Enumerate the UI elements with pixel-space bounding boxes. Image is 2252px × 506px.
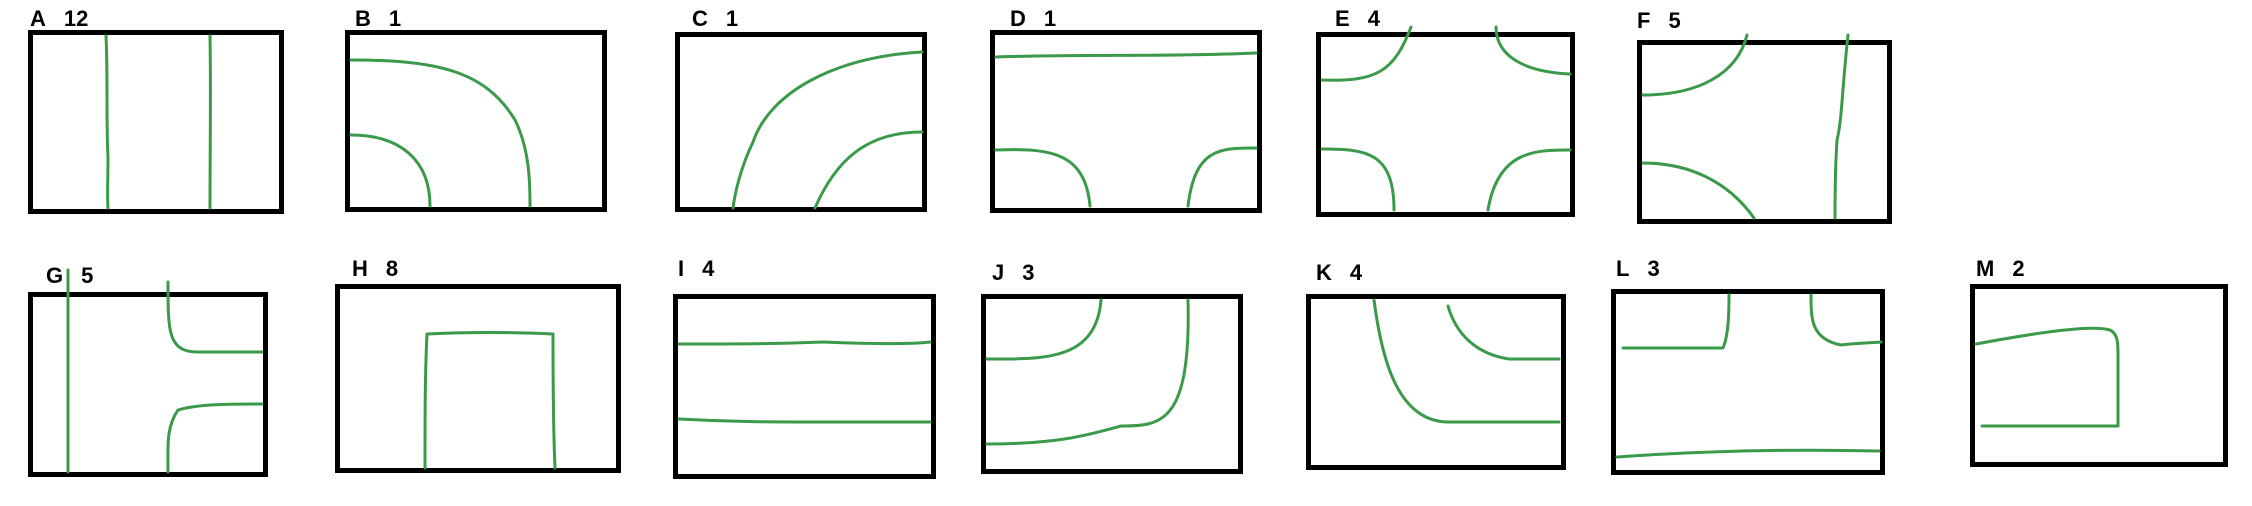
tile-count: 5 [81, 263, 94, 288]
tile-letter: M [1976, 256, 1995, 281]
track-line [813, 130, 924, 210]
track-line [166, 402, 264, 474]
track-line [104, 34, 110, 210]
tile-letter: J [992, 260, 1005, 285]
tile-label: A 12 [30, 8, 88, 30]
tile-frame [1637, 33, 1892, 224]
track-line [1833, 33, 1850, 220]
tile-frame [1316, 25, 1575, 217]
tile-frame [28, 30, 284, 214]
tile-letter: L [1616, 256, 1630, 281]
tile-track-drawing [104, 34, 212, 210]
track-line [1372, 298, 1561, 424]
tile-track-drawing [1641, 33, 1850, 220]
tile-count: 12 [63, 6, 89, 31]
tile-letter: B [355, 6, 371, 31]
track-line [1809, 293, 1883, 347]
tile-count: 3 [1022, 260, 1035, 285]
tile-count: 4 [1367, 6, 1380, 31]
tile-frame [1306, 294, 1566, 470]
tile-frame [335, 284, 621, 473]
track-line [1621, 293, 1731, 350]
track-line [1320, 147, 1396, 212]
tile-letter: I [678, 256, 685, 281]
track-line [985, 298, 1190, 446]
tile-frame [981, 294, 1243, 474]
tile-frame [28, 268, 268, 477]
track-line [677, 340, 932, 346]
tile-frame [345, 30, 607, 212]
tile-track-drawing [66, 268, 264, 474]
tile-frame [1611, 289, 1885, 475]
track-line [994, 148, 1092, 208]
track-line [1641, 161, 1756, 220]
tile-count: 4 [702, 256, 715, 281]
tile-track-drawing [731, 50, 924, 210]
track-line [1446, 304, 1561, 361]
tile-frame [990, 30, 1262, 213]
tile-track-drawing [1320, 25, 1572, 212]
track-line [985, 298, 1103, 361]
track-line [1615, 448, 1881, 459]
tile-letter: E [1335, 6, 1350, 31]
tile-letter: K [1316, 260, 1332, 285]
track-line [677, 417, 932, 424]
tile-letter: H [352, 256, 368, 281]
track-line [349, 133, 432, 208]
track-line [1974, 326, 2120, 428]
track-line [1320, 25, 1413, 82]
tile-letter: G [46, 263, 64, 288]
track-line [349, 58, 532, 208]
tile-count: 1 [1043, 6, 1057, 31]
tile-count: 2 [2012, 256, 2025, 281]
track-line [731, 50, 924, 210]
tile-track-drawing [1372, 298, 1561, 424]
tile-count: 1 [725, 6, 739, 31]
tile-letter: D [1010, 6, 1026, 31]
tile-letter: C [692, 6, 708, 31]
tile-count: 1 [388, 6, 402, 31]
tile-track-drawing [1974, 326, 2120, 428]
track-line [1186, 146, 1258, 208]
tile-frame [673, 294, 936, 479]
tile-letter: A [30, 6, 46, 31]
tile-frame [675, 32, 927, 212]
track-line [166, 280, 264, 354]
tile-count: 4 [1349, 260, 1363, 285]
track-line [423, 331, 557, 470]
tile-frame [1970, 284, 2228, 467]
tile-track-drawing [349, 58, 532, 208]
tile-track-drawing [677, 340, 932, 424]
track-line [1486, 148, 1572, 212]
track-line [1641, 33, 1749, 97]
tile-track-drawing [1615, 293, 1883, 459]
tile-track-drawing [994, 51, 1258, 208]
tile-track-drawing [985, 298, 1190, 446]
tile-count: 5 [1668, 8, 1681, 33]
track-line [994, 51, 1258, 59]
tile-count: 8 [385, 256, 399, 281]
tile-letter: F [1637, 8, 1651, 33]
track-line [1494, 25, 1572, 76]
tile-track-drawing [423, 331, 557, 470]
tile-count: 3 [1647, 256, 1660, 281]
